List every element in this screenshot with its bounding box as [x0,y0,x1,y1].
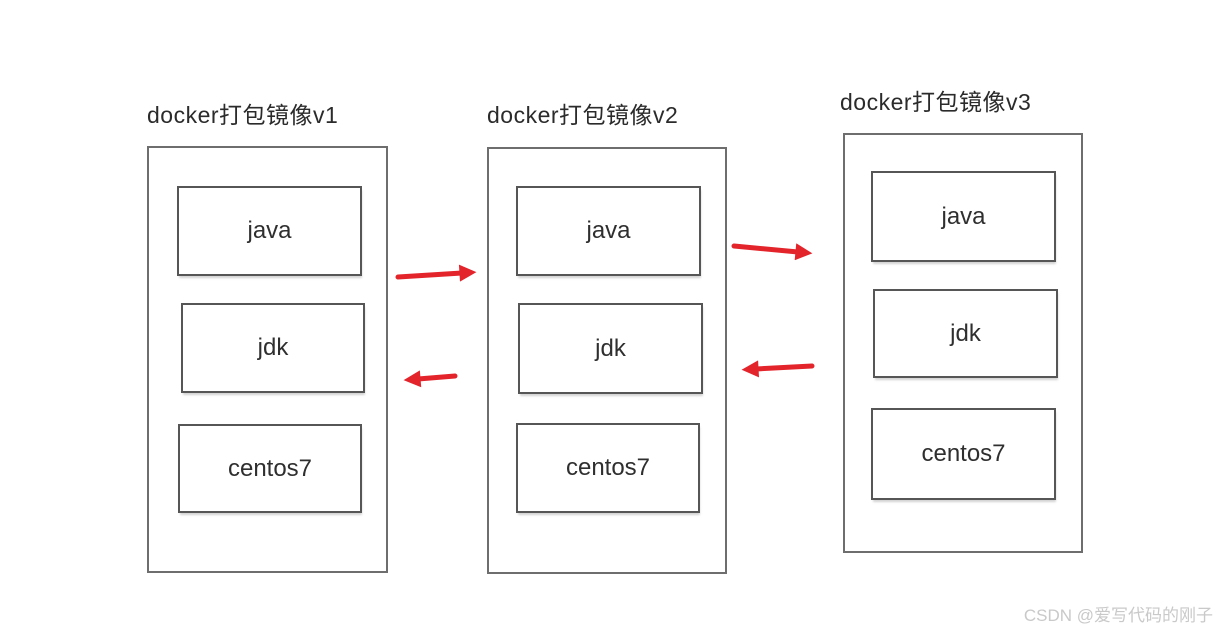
arrow-v3-to-v2-icon [741,360,815,378]
layer-box-v1-java: java [177,186,362,276]
watermark: CSDN @爱写代码的刚子 [1023,606,1213,625]
column-title-v3: docker打包镜像v3 [840,89,1032,115]
layer-box-v3-jdk: jdk [873,289,1058,378]
layer-box-v2-jdk: jdk [518,303,703,394]
column-title-v2: docker打包镜像v2 [487,102,679,128]
layer-box-v3-java: java [871,171,1056,262]
column-title-v1: docker打包镜像v1 [147,102,339,128]
layer-box-v1-centos7: centos7 [178,424,362,513]
arrow-v2-to-v3-icon [731,243,813,261]
layer-box-v2-java: java [516,186,701,276]
layer-box-v2-centos7: centos7 [516,423,700,513]
arrow-v1-to-v2-icon [395,264,477,282]
layer-box-v1-jdk: jdk [181,303,365,393]
layer-box-v3-centos7: centos7 [871,408,1056,500]
arrow-v2-to-v1-icon [403,370,458,388]
